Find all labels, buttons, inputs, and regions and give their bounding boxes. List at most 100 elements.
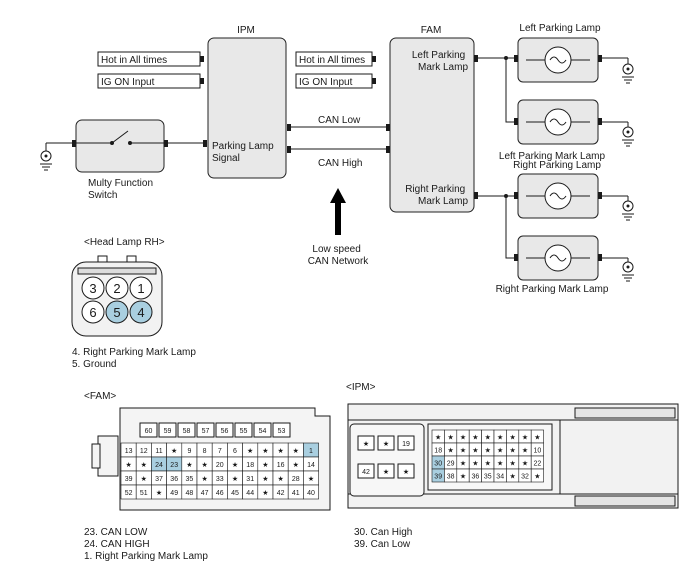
switch-contact <box>111 130 129 144</box>
fam-cell-label-r0-c8: ★ <box>247 447 253 455</box>
ipm-cell-label-r2-c4: ★ <box>485 460 491 468</box>
fam-cell-label-r3-c2: ★ <box>156 489 162 497</box>
left-branch-wire <box>505 58 514 123</box>
ipm-cell-label-r0-c1: ★ <box>447 434 453 442</box>
fam-cell-label-r3-c3: 49 <box>170 490 178 497</box>
fam-cell-label-r0-c6: 7 <box>218 448 222 455</box>
fam-pin-canhigh <box>386 146 390 153</box>
headlamp-note-2: 5. Ground <box>72 359 116 370</box>
fam-right-label: Right Parking Mark Lamp <box>405 184 468 207</box>
fam-cell-label-r1-c0: ★ <box>125 461 131 469</box>
left-mark-ground-icon <box>602 121 634 147</box>
ipm-cell-label-r3-c6: ★ <box>509 473 515 481</box>
ipm-pin-canlow <box>287 124 291 131</box>
fam-pin-hot <box>372 56 376 62</box>
fam-cell-label-r3-c7: 45 <box>231 490 239 497</box>
fam-pin-label-55: 55 <box>240 428 248 435</box>
ipm-left-bottom-label-0: 42 <box>362 469 370 476</box>
ipm-cell-label-r0-c5: ★ <box>497 434 503 442</box>
ipm-pin-hot <box>200 56 204 62</box>
fam-cell-label-r1-c11: ★ <box>293 461 299 469</box>
fam-cell-label-r3-c1: 51 <box>140 490 148 497</box>
fam-cell-label-r3-c0: 52 <box>125 490 133 497</box>
can-high-label: CAN High <box>318 158 362 169</box>
fam-cell-label-r0-c0: 13 <box>125 448 133 455</box>
fam-cell-label-r3-c4: 48 <box>186 490 194 497</box>
ipm-cell-label-r3-c3: 36 <box>472 474 480 481</box>
ipm-cell-label-r1-c4: ★ <box>485 447 491 455</box>
fam-cell-label-r2-c7: ★ <box>232 475 238 483</box>
can-network-arrow-head <box>330 188 346 203</box>
fam-cell-label-r1-c10: 16 <box>277 462 285 469</box>
ipm-cell-r3-c8 <box>530 468 544 483</box>
ipm-cell-label-r1-c2: ★ <box>460 447 466 455</box>
switch-label-line2: Switch <box>88 190 117 201</box>
ipm-left-top-label-1: ★ <box>383 440 389 448</box>
ipm-cell-label-r1-c3: ★ <box>472 447 478 455</box>
fam-cell-label-r0-c4: 9 <box>187 448 191 455</box>
ipm-cell-label-r2-c5: ★ <box>497 460 503 468</box>
ipm-signal-label: Parking Lamp Signal <box>212 141 276 164</box>
switch-gap <box>100 137 140 149</box>
fam-pin-label-54: 54 <box>259 428 267 435</box>
ipm-left-top-label-0: ★ <box>363 440 369 448</box>
fam-cell-label-r1-c8: 18 <box>246 462 254 469</box>
right-parking-lamp-label: Right Parking Lamp <box>513 160 601 171</box>
ipm-cell-label-r2-c3: ★ <box>472 460 478 468</box>
ipm-signal-line1: Parking Lamp <box>212 141 274 152</box>
headlamp-pin-label-6: 6 <box>89 305 96 320</box>
left-parking-lamp-label: Left Parking Lamp <box>519 23 601 34</box>
fam-pin-label-59: 59 <box>164 428 172 435</box>
ipm-cell-label-r0-c2: ★ <box>460 434 466 442</box>
ipm-left-top-label-2: 19 <box>402 441 410 448</box>
can-network-label: Low speed CAN Network <box>308 244 370 267</box>
fam-note-2: 24. CAN HIGH <box>84 539 150 550</box>
headlamp-pin-1 <box>129 276 153 300</box>
left-mark-lamp <box>514 99 602 145</box>
right-branch-wire <box>505 196 514 259</box>
fam-cell-label-r2-c5: ★ <box>201 475 207 483</box>
left-parking-ground-icon <box>602 57 634 84</box>
ipm-left-top-pin-1 <box>377 435 395 451</box>
ipm-cell-label-r0-c3: ★ <box>472 434 478 442</box>
ipm-cell-label-r3-c5: 34 <box>496 474 504 481</box>
headlamp-pin-label-5: 5 <box>113 305 120 320</box>
headlamp-note-1: 4. Right Parking Mark Lamp <box>72 347 196 358</box>
right-parking-lamp <box>514 173 602 219</box>
ipm-cell-label-r3-c2: ★ <box>460 473 466 481</box>
fam-cell-label-r2-c4: 35 <box>186 476 194 483</box>
ipm-cell-label-r1-c6: ★ <box>509 447 515 455</box>
fam-cell-label-r0-c7: 6 <box>233 448 237 455</box>
can-network-line1: Low speed <box>312 244 360 255</box>
ipm-left-bottom-label-2: ★ <box>403 468 409 476</box>
fam-cell-label-r2-c9: ★ <box>262 475 268 483</box>
right-mark-lamp-label: Right Parking Mark Lamp <box>496 284 609 295</box>
ipm-pin-ig <box>200 78 204 84</box>
ipm-left-top-pin-0 <box>357 435 375 451</box>
switch-label-line1: Multy Function <box>88 178 153 189</box>
fam-cell-label-r1-c5: ★ <box>201 461 207 469</box>
fam-note-3: 1. Right Parking Mark Lamp <box>84 551 208 562</box>
fam-pin-label-60: 60 <box>145 428 153 435</box>
fam-cell-label-r3-c10: 42 <box>277 490 285 497</box>
ipm-signal-line2: Signal <box>212 153 240 164</box>
headlamp-pin-2 <box>105 276 129 300</box>
fam-cell-label-r1-c12: 14 <box>307 462 315 469</box>
fam-cell-label-r3-c8: 44 <box>246 490 254 497</box>
ipm-cell-label-r2-c0: 30 <box>434 461 442 468</box>
ipm-left-top-pin-2 <box>397 435 415 451</box>
ipm-cell-label-r2-c7: ★ <box>522 460 528 468</box>
can-network-line2: CAN Network <box>308 256 370 267</box>
fam-cell-label-r3-c5: 47 <box>201 490 209 497</box>
ipm-cell-label-r0-c8: ★ <box>534 434 540 442</box>
ipm-cell-label-r2-c2: ★ <box>460 460 466 468</box>
fam-cell-label-r1-c4: ★ <box>186 461 192 469</box>
ipm-cell-label-r2-c8: 22 <box>534 461 542 468</box>
fam-pin-60 <box>139 422 158 438</box>
fam-cell-label-r2-c10: ★ <box>277 475 283 483</box>
fam-cell-label-r0-c5: 8 <box>203 448 207 455</box>
headlamp-pin-label-3: 3 <box>89 281 96 296</box>
ipm-module <box>207 37 287 179</box>
left-mark-lamp-label: Left Parking Mark Lamp <box>499 151 606 162</box>
fam-pin-canlow <box>386 124 390 131</box>
